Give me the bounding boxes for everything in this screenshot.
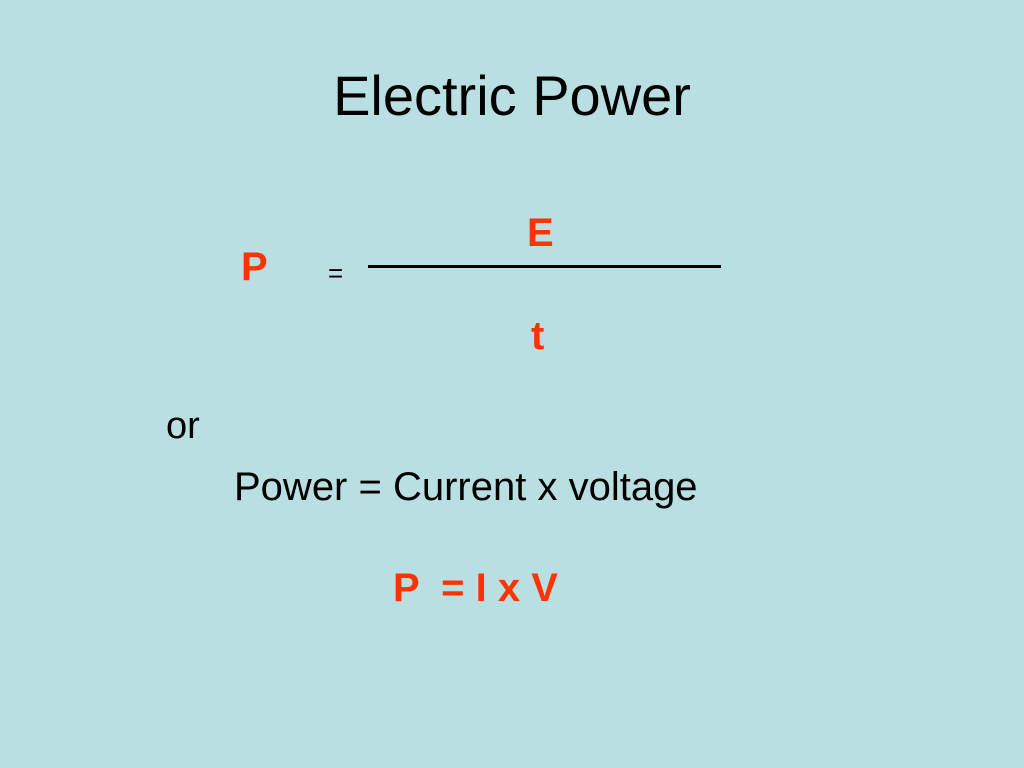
- word-equation: Power = Current x voltage: [234, 465, 698, 509]
- or-text: or: [166, 405, 200, 447]
- symbol-equation: P = I x V: [393, 566, 558, 610]
- formula-numerator-e: E: [527, 211, 554, 255]
- formula-lhs-p: P: [241, 245, 268, 289]
- slide-title: Electric Power: [333, 64, 691, 127]
- fraction-bar: [368, 265, 721, 268]
- formula-denominator-t: t: [531, 314, 545, 358]
- formula-equals-sign: =: [328, 258, 344, 288]
